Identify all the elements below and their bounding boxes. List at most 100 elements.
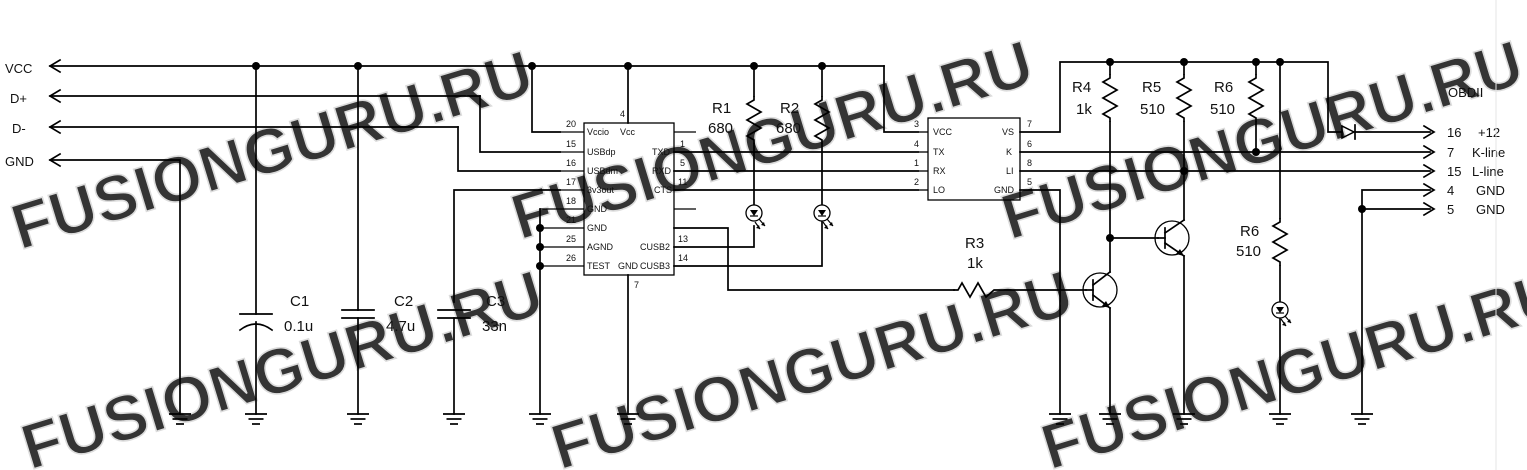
resistor-r6-bottom: R6 510 [1236,61,1288,415]
usb-pin-num: 21 [566,215,576,225]
obd-pin-name: GND [1476,202,1505,217]
obd-pin-num: 16 [1447,125,1461,140]
usb-pin-num: 26 [566,253,576,263]
usb-pin-name: USBdp [587,147,616,157]
watermark-text: FUSIONGURU.RU [3,37,541,264]
r6a-value: 510 [1210,101,1235,118]
transistor-q2 [1154,218,1190,415]
usb-pin-num: 1 [680,139,685,149]
usb-pin-num: 5 [680,158,685,168]
port-label-vcc: VCC [5,61,32,76]
r1-ref: R1 [712,100,731,117]
usb-pin-name: AGND [587,242,614,252]
usb-right-pins: 1 5 11 13 14 TXD RXD CTS CUSB2 CUSB3 GND [618,131,696,271]
kline-pin-num: 6 [1027,139,1032,149]
c2-value: 4.7u [386,318,415,335]
usb-pin-top-name: Vcc [620,127,636,137]
usb-pin-num: 20 [566,119,576,129]
watermark-text: FUSIONGURU.RU [543,257,1081,470]
left-ports: VCC D+ D- GND [5,58,62,169]
usb-pin-name: CUSB3 [640,261,670,271]
usb-pin-name-gnd: GND [618,261,639,271]
led-1-icon [745,204,766,230]
r5-ref: R5 [1142,79,1161,96]
usb-pin-num: 14 [678,253,688,263]
kline-pin-name: LO [933,185,945,195]
port-label-dminus: D- [12,121,26,136]
kline-pin-num: 3 [914,119,919,129]
obd-title: OBDII [1448,85,1483,100]
capacitor-c1: C1 0.1u [238,65,313,415]
kline-pin-name: VCC [933,127,953,137]
capacitor-c3: C3 33n [437,293,507,415]
r4-ref: R4 [1072,79,1091,96]
usb-pin-name: USBdm [587,166,618,176]
usb-pin-name: TXD [652,147,671,157]
capacitor-c2: C2 4.7u [341,65,415,415]
usb-pin-name: GND [587,204,608,214]
c1-value: 0.1u [284,318,313,335]
usb-pin-num: 11 [678,177,687,187]
r2-value: 680 [776,120,801,137]
kline-pin-name: K [1006,147,1012,157]
kline-pin-num: 8 [1027,158,1032,168]
resistor-r5: R5 510 [1140,61,1192,221]
usb-pin-name: 3v3out [587,185,615,195]
c2-ref: C2 [394,293,413,310]
c3-ref: C3 [486,293,505,310]
usb-pin-top-num: 4 [620,109,625,119]
kline-pin-name: VS [1002,127,1014,137]
c1-ref: C1 [290,293,309,310]
ground-icon [442,413,466,425]
port-label-dplus: D+ [10,91,27,106]
kline-pin-num: 2 [914,177,919,187]
obd-pin-num: 15 [1447,164,1461,179]
usb-pin-name: GND [587,223,608,233]
kline-chip: 3 4 1 2 VCC TX RX LO VS K LI GND 7 6 8 5 [914,117,1032,201]
obd-pin-num: 4 [1447,183,1454,198]
obd-pin-name: GND [1476,183,1505,198]
watermark-layer: FUSIONGURU.RU FUSIONGURU.RU FUSIONGURU.R… [2,26,1527,470]
led-3-icon [1271,301,1292,327]
obd-pin-name: +12 [1478,125,1500,140]
usb-pin-num: 17 [566,177,576,187]
usb-pin-name: RXD [652,166,672,176]
usb-pin-name: CUSB2 [640,242,670,252]
usb-pin-name: CTS [654,185,672,195]
usb-pin-num: 25 [566,234,576,244]
watermark-text: FUSIONGURU.RU [13,257,551,470]
usb-pin-num: 18 [566,196,576,206]
kline-pin-name: LI [1006,166,1014,176]
diode [1341,124,1356,140]
usb-pin-name: Vccio [587,127,609,137]
r6b-ref: R6 [1240,223,1259,240]
signal-wires [673,151,955,291]
r5-value: 510 [1140,101,1165,118]
r6b-value: 510 [1236,243,1261,260]
usb-pin-num: 15 [566,139,576,149]
r6a-ref: R6 [1214,79,1233,96]
kline-pin-num: 4 [914,139,919,149]
kline-pin-name: RX [933,166,946,176]
usb-pin-num: 16 [566,158,576,168]
usb-pin-num: 13 [678,234,688,244]
usb-pin-name: TEST [587,261,611,271]
resistor-r3: R3 1k [953,235,1087,299]
led-2-icon [813,204,834,230]
usb-pin-bottom-num: 7 [634,280,639,290]
obd-pin-num: 5 [1447,202,1454,217]
resistor-r2: R2 680 [776,65,830,206]
r3-value: 1k [967,255,983,272]
ground-icon [346,413,370,425]
obd-pin-name: K-line [1472,145,1505,160]
kline-pin-name: TX [933,147,945,157]
resistor-r4: R4 1k [1072,61,1118,239]
usb-left-pins: 20 15 16 17 18 21 25 26 Vccio USBdp USBd… [540,119,618,271]
port-label-gnd: GND [5,154,34,169]
right-side-wiring [1019,61,1431,415]
kline-pin-num: 1 [914,158,919,168]
obd-pin-num: 7 [1447,145,1454,160]
r1-value: 680 [708,120,733,137]
obd-connector: OBDII 16 7 15 4 5 +12 K-line L-line GND … [1422,85,1505,217]
